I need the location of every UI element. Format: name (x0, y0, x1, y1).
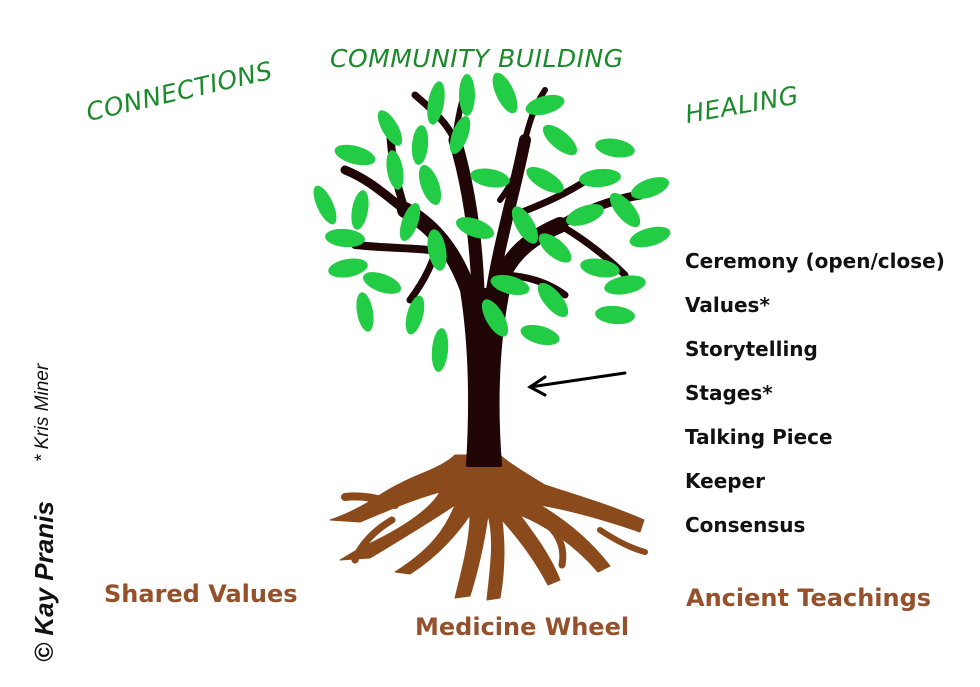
list-item: Values* (685, 293, 770, 317)
tree-roots (329, 454, 648, 601)
kris-miner-credit: * Kris Miner (32, 363, 53, 462)
tree-leaves (313, 72, 671, 372)
medicine-wheel-label: Medicine Wheel (415, 613, 630, 641)
list-item: Stages* (685, 381, 773, 405)
list-item: Consensus (685, 513, 806, 537)
left-arrow-icon (527, 371, 627, 397)
shared-values-label: Shared Values (104, 580, 298, 608)
list-item: Keeper (685, 469, 766, 493)
ancient-teachings-label: Ancient Teachings (686, 584, 932, 612)
community-building-label: COMMUNITY BUILDING (330, 44, 624, 73)
kay-pranis-credit: © Kay Pranis (29, 501, 59, 662)
circle-elements-list: Ceremony (open/close) Values* Storytelli… (685, 244, 945, 552)
list-item: Storytelling (685, 337, 818, 361)
list-item: Talking Piece (685, 425, 833, 449)
list-item: Ceremony (open/close) (685, 249, 945, 273)
